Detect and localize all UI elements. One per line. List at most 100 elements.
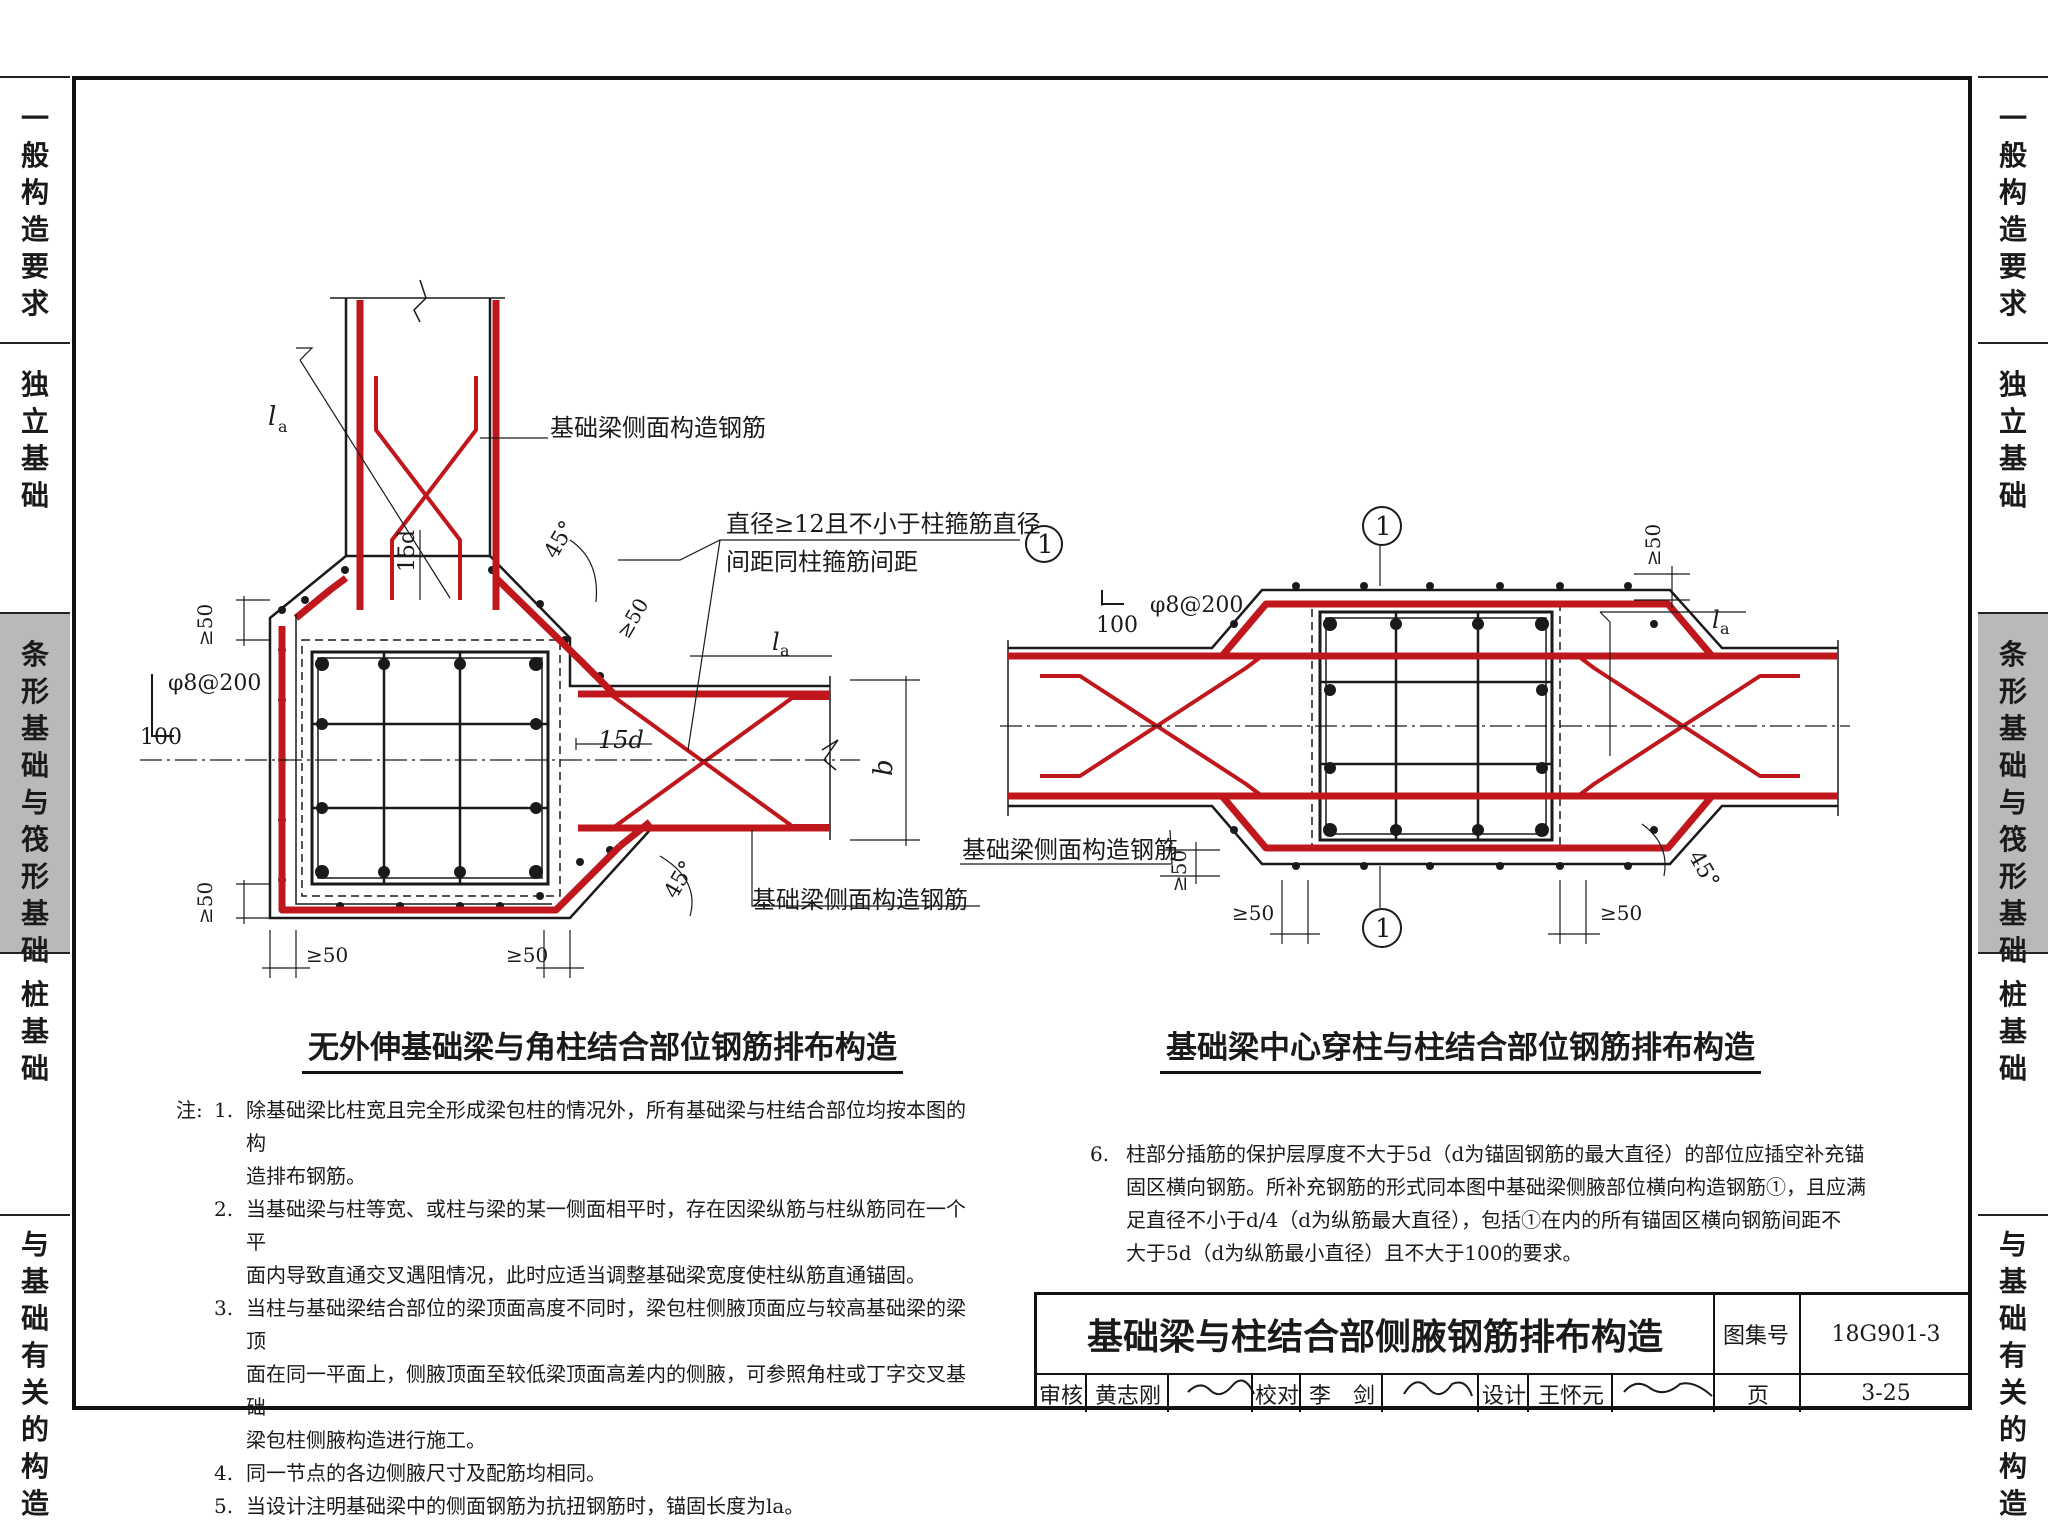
sidebar-tab-pile[interactable]: 桩基础 xyxy=(0,952,70,1214)
check-label: 校对 xyxy=(1251,1373,1301,1412)
sidebar-char: 与 xyxy=(1998,1228,2027,1261)
signature-check xyxy=(1403,1381,1473,1397)
sidebar-char: 造 xyxy=(20,1487,49,1520)
left-diagram-caption: 无外伸基础梁与角柱结合部位钢筋排布构造 xyxy=(302,1022,903,1074)
left-diameter-label-1: 直径≥12且不小于柱箍筋直径 xyxy=(726,510,1041,538)
sidebar-char: 础 xyxy=(20,1052,49,1085)
sidebar-char: 形 xyxy=(20,675,49,708)
check-name: 李 剑 xyxy=(1299,1373,1383,1412)
svg-text:a: a xyxy=(780,641,790,660)
sidebar-tab-pile-right[interactable]: 桩基础 xyxy=(1978,952,2048,1214)
right-ge50-top: ≥50 xyxy=(1641,524,1665,566)
title-block: 基础梁与柱结合部侧腋钢筋排布构造 图集号 18G901-3 审核 黄志刚 校对 … xyxy=(1034,1292,1972,1412)
sidebar-char: 有 xyxy=(20,1339,49,1372)
sidebar-char: 求 xyxy=(20,287,49,320)
sidebar-tab-strip-raft-right[interactable]: 条形基础与筏形基础 xyxy=(1978,612,2048,967)
svg-text:a: a xyxy=(278,417,288,436)
sidebar-char: 立 xyxy=(20,405,49,438)
right-ge50-bl: ≥50 xyxy=(1232,901,1274,925)
sidebar-char: 桩 xyxy=(1998,978,2027,1011)
page-label: 页 xyxy=(1713,1373,1801,1412)
sidebar-tab-isolated-right[interactable]: 独立基础 xyxy=(1978,342,2048,612)
note-item: 5.当设计注明基础梁中的侧面钢筋为抗扭钢筋时，锚固长度为la。 xyxy=(204,1490,984,1523)
drawing-frame xyxy=(72,76,1972,1410)
note-number: 3. xyxy=(214,1296,234,1320)
right-column-bars xyxy=(1323,617,1549,837)
sidebar-char: 基 xyxy=(20,1015,49,1048)
left-la-top: l xyxy=(268,402,276,432)
sidebar-char: 的 xyxy=(1998,1413,2027,1446)
sidebar-char: 一 xyxy=(20,102,49,135)
sidebar-char: 的 xyxy=(20,1413,49,1446)
sidebar-char: 基 xyxy=(20,1265,49,1298)
note-line: 大于5d（d为纵筋最小直径）且不大于100的要求。 xyxy=(1126,1241,1583,1265)
check-signature-cell xyxy=(1381,1373,1479,1412)
sidebar-char: 础 xyxy=(1998,749,2027,782)
sidebar-char: 独 xyxy=(1998,368,2027,401)
right-100-label: 100 xyxy=(1096,613,1138,638)
review-signature-cell xyxy=(1167,1373,1253,1412)
right-phi8-label: φ8@200 xyxy=(1150,593,1243,618)
note-item: 1. 除基础梁比柱宽且完全形成梁包柱的情况外，所有基础梁与柱结合部位均按本图的构造… xyxy=(204,1094,984,1193)
sidebar-char: 桩 xyxy=(20,978,49,1011)
right-sidebar: 一般构造要求 独立基础 条形基础与筏形基础 桩基础 与基础有关的构造 xyxy=(1978,76,2048,1520)
sidebar-char: 求 xyxy=(1998,287,2027,320)
sidebar-char: 条 xyxy=(20,638,49,671)
note-number: 2. xyxy=(214,1197,234,1221)
sidebar-char: 形 xyxy=(1998,675,2027,708)
sidebar-char: 础 xyxy=(1998,1302,2027,1335)
signature-review xyxy=(1187,1379,1255,1396)
sidebar-char: 基 xyxy=(20,897,49,930)
right-circle-top: 1 xyxy=(1375,512,1392,542)
sidebar-tab-strip-raft[interactable]: 条形基础与筏形基础 xyxy=(0,612,70,967)
svg-text:a: a xyxy=(1720,619,1730,638)
note-number: 1. xyxy=(214,1098,234,1122)
sidebar-char: 基 xyxy=(20,442,49,475)
right-diagram: φ8@200 100 1 1 ≥50 l a 基础梁侧面构造钢筋 45° ≥50… xyxy=(960,506,1850,948)
note-line: 柱部分插筋的保护层厚度不大于5d（d为锚固钢筋的最大直径）的部位应插空补充锚 xyxy=(1126,1142,1865,1166)
sidebar-char: 基 xyxy=(1998,1265,2027,1298)
note-line: 除基础梁比柱宽且完全形成梁包柱的情况外，所有基础梁与柱结合部位均按本图的构 xyxy=(246,1098,966,1155)
left-bb-label: b xyxy=(869,759,899,776)
atlas-label: 图集号 xyxy=(1722,1324,1789,1349)
left-45-top: 45° xyxy=(540,517,581,563)
sidebar-char: 般 xyxy=(1998,139,2027,172)
left-circle-1: 1 xyxy=(1037,530,1054,560)
sidebar-char: 基 xyxy=(1998,1015,2027,1048)
left-phi8-label: φ8@200 xyxy=(168,671,261,696)
note-line: 梁包柱侧腋构造进行施工。 xyxy=(246,1428,486,1452)
review-name: 黄志刚 xyxy=(1085,1373,1169,1412)
sidebar-char: 构 xyxy=(1998,1450,2027,1483)
left-la-right: l xyxy=(772,628,780,656)
design-name: 王怀元 xyxy=(1527,1373,1613,1412)
sidebar-char: 础 xyxy=(1998,934,2027,967)
sidebar-char: 构 xyxy=(20,176,49,209)
note-item: 2.当基础梁与柱等宽、或柱与梁的某一侧面相平时，存在因梁纵筋与柱纵筋同在一个平面… xyxy=(204,1193,984,1292)
left-side-rebar-top-label: 基础梁侧面构造钢筋 xyxy=(550,414,766,442)
atlas-number: 18G901-3 xyxy=(1799,1295,1971,1373)
sidebar-char: 关 xyxy=(20,1376,49,1409)
note-line: 足直径不小于d/4（d为纵筋最大直径），包括①在内的所有锚固区横向钢筋间距不 xyxy=(1126,1208,1842,1232)
sidebar-tab-general-right[interactable]: 一般构造要求 xyxy=(1978,76,2048,342)
sidebar-char: 要 xyxy=(20,250,49,283)
left-diagram: l a 15d 基础梁侧面构造钢筋 直径≥12且不小于柱箍筋直径 间距同柱箍筋间… xyxy=(140,279,1063,978)
page-number: 3-25 xyxy=(1799,1373,1971,1412)
note-line: 当基础梁与柱等宽、或柱与梁的某一侧面相平时，存在因梁纵筋与柱纵筋同在一个平 xyxy=(246,1197,966,1254)
note-line: 固区横向钢筋。所补充钢筋的形式同本图中基础梁侧腋部位横向构造钢筋①，且应满 xyxy=(1126,1175,1866,1199)
right-rebar-red xyxy=(1008,600,1838,852)
sidebar-char: 基 xyxy=(1998,442,2027,475)
sidebar-tab-general[interactable]: 一般构造要求 xyxy=(0,76,70,342)
note-line: 造排布钢筋。 xyxy=(246,1164,366,1188)
left-15d-vertical: 15d xyxy=(395,530,420,572)
sidebar-char: 筏 xyxy=(1998,823,2027,856)
left-ge50-e: ≥50 xyxy=(506,943,548,967)
right-la-label: l xyxy=(1712,606,1720,634)
sidebar-char: 筏 xyxy=(20,823,49,856)
sidebar-char: 础 xyxy=(20,1302,49,1335)
drawing-title: 基础梁与柱结合部侧腋钢筋排布构造 xyxy=(1037,1295,1715,1373)
right-circle-bottom: 1 xyxy=(1375,914,1392,944)
sidebar-tab-isolated[interactable]: 独立基础 xyxy=(0,342,70,612)
left-sidebar: 一般构造要求 独立基础 条形基础与筏形基础 桩基础 与基础有关的构造 xyxy=(0,76,70,1520)
right-ge50-left: ≥50 xyxy=(1167,850,1191,892)
sidebar-char: 条 xyxy=(1998,638,2027,671)
